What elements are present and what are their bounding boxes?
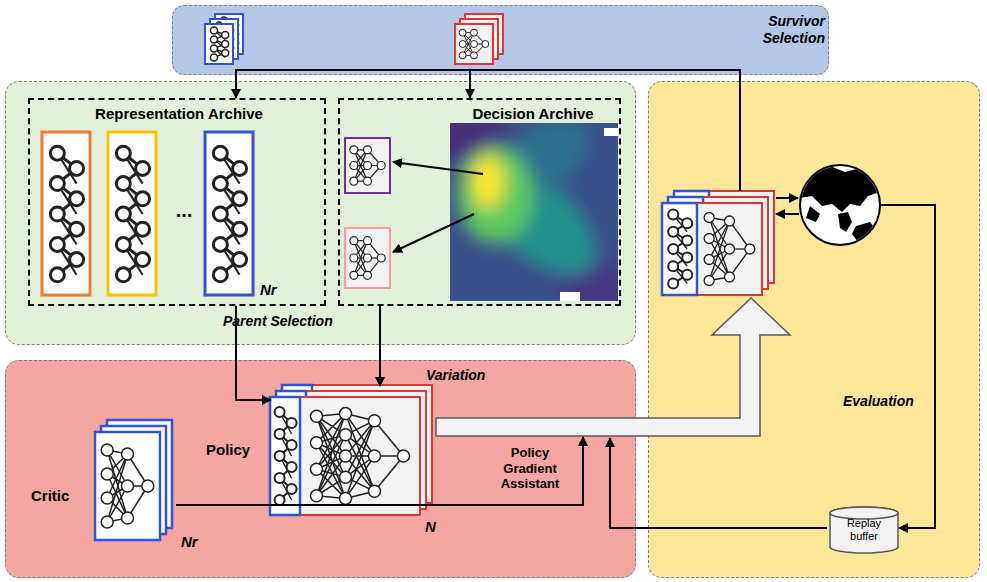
- count-label: Nr: [181, 533, 211, 551]
- box-title: Decision Archive: [443, 105, 623, 123]
- panel-label: Evaluation: [843, 393, 953, 410]
- connector: [470, 70, 740, 191]
- connector: [236, 70, 470, 98]
- globe: [800, 165, 880, 245]
- count-label: N: [425, 518, 445, 536]
- count-label: Nr: [260, 281, 290, 299]
- buffer-label: Replay buffer: [839, 517, 889, 542]
- edge-label: Policy Gradient Assistant: [485, 445, 575, 492]
- network-card: [662, 203, 762, 295]
- ellipsis: ...: [166, 198, 202, 222]
- decision-card: [345, 228, 390, 288]
- arrow: [393, 162, 935, 528]
- connector: [176, 437, 583, 505]
- buffer-cylinder: Replay buffer: [829, 506, 899, 554]
- network-card: [270, 397, 420, 515]
- connector: [469, 70, 471, 98]
- box-title: Representation Archive: [30, 105, 328, 123]
- panel: Replay buffer Evaluation: [648, 81, 980, 578]
- block-arrow: [436, 298, 790, 436]
- panel-label: Variation: [426, 367, 526, 384]
- stack-label: Critic: [31, 487, 91, 505]
- panel-label: Parent Selection: [223, 313, 343, 330]
- panel-label: Survivor Selection: [753, 13, 825, 47]
- network-card: [205, 24, 233, 64]
- connector: [379, 306, 381, 386]
- representation-card: [42, 132, 90, 295]
- network-card: [455, 24, 493, 64]
- decision-card: [345, 138, 390, 193]
- representation-card: [108, 132, 156, 295]
- connector: [236, 306, 271, 400]
- heatmap: [450, 123, 618, 301]
- stack-label: Policy: [206, 441, 266, 459]
- representation-card: [205, 132, 253, 295]
- network-card: [95, 432, 160, 540]
